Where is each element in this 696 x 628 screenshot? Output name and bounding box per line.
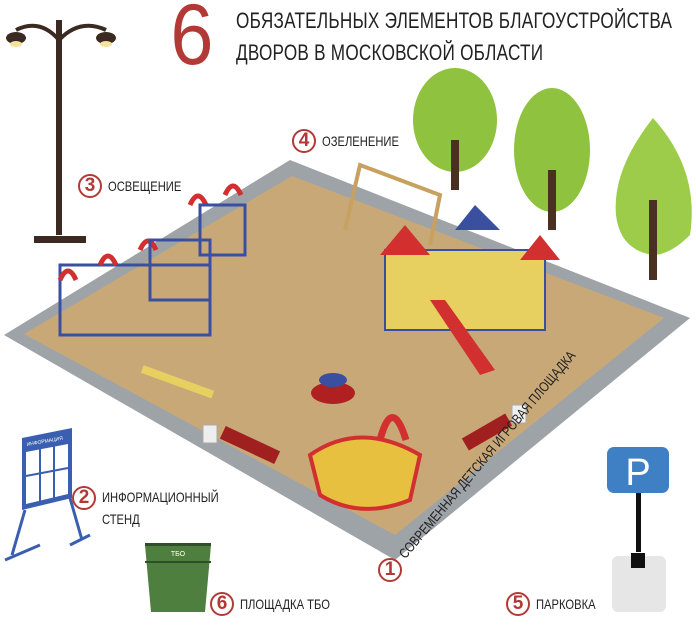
street-lamp-icon	[6, 20, 116, 243]
number-badge: 3	[78, 174, 102, 198]
label-text: ОСВЕЩЕНИЕ	[108, 177, 182, 194]
label-info-stand: 2 ИНФОРМАЦИОННЫЙ СТЕНД	[72, 486, 248, 531]
seesaw	[140, 365, 215, 399]
parking-letter: P	[625, 452, 650, 494]
number-badge: 6	[210, 592, 234, 616]
label-text: ПЛОЩАДКА ТБО	[240, 595, 330, 612]
number-badge: 5	[506, 592, 530, 616]
label-parking: 5 ПАРКОВКА	[506, 592, 610, 616]
label-text-2: СТЕНД	[102, 511, 140, 528]
play-tower	[380, 205, 560, 375]
label-greenery: 4 ОЗЕЛЕНЕНИЕ	[292, 129, 418, 153]
bench	[219, 425, 281, 465]
tree-icon	[514, 88, 590, 230]
number-badge: 4	[292, 129, 316, 153]
title-number: 6	[170, 0, 214, 83]
parking-sign-icon: P	[607, 447, 669, 612]
label-lighting: 3 ОСВЕЩЕНИЕ	[78, 174, 200, 198]
number-badge: 1	[378, 558, 402, 582]
label-waste-area: 6 ПЛОЩАДКА ТБО	[210, 592, 352, 616]
carousel	[311, 373, 355, 404]
urn	[202, 424, 218, 444]
bench	[461, 413, 513, 451]
bin-label: ТБО	[171, 551, 186, 558]
tree-icon	[413, 68, 497, 190]
label-text: ИНФОРМАЦИОННЫЙ	[102, 489, 219, 505]
swing	[343, 162, 443, 246]
title-line-1: ОБЯЗАТЕЛЬНЫХ ЭЛЕМЕНТОВ БЛАГОУСТРОЙСТВА	[236, 8, 673, 33]
urn	[511, 404, 527, 424]
climbing-frame	[57, 183, 247, 337]
info-stand-icon: ИНФОРМАЦИЯ	[4, 428, 91, 562]
trash-bin-icon: ТБО	[145, 543, 211, 612]
tree-icon	[615, 118, 692, 280]
title-line-2: ДВОРОВ В МОСКОВСКОЙ ОБЛАСТИ	[236, 40, 544, 65]
number-badge: 2	[72, 486, 96, 510]
label-text: ОЗЕЛЕНЕНИЕ	[322, 132, 399, 149]
label-text: ПАРКОВКА	[536, 595, 596, 612]
sandbox	[307, 414, 423, 511]
